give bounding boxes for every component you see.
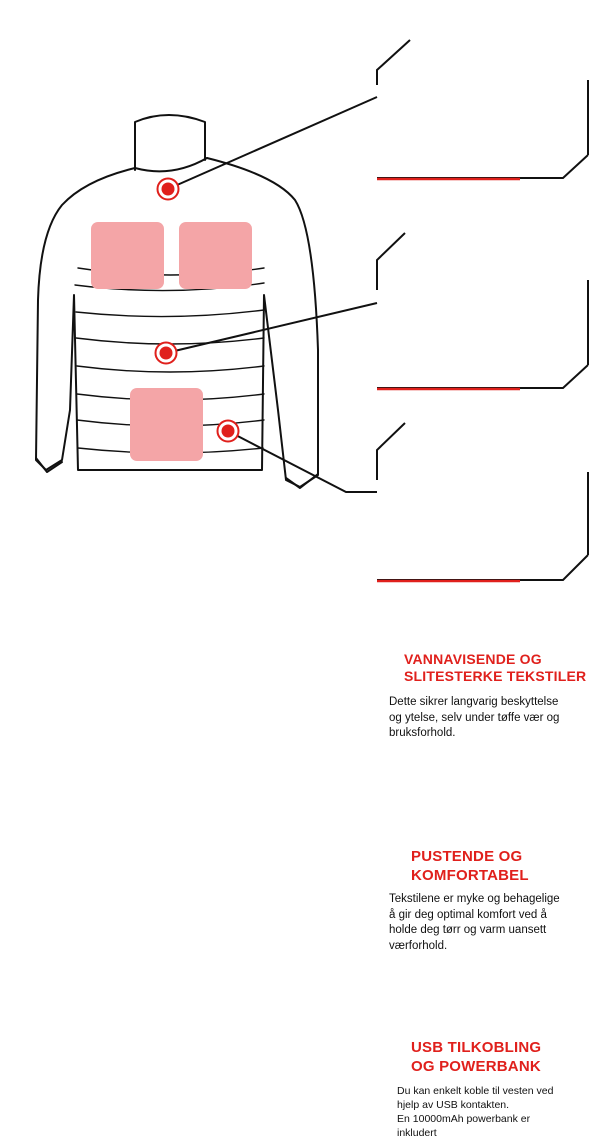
callout-body: Du kan enkelt koble til vesten ved hjelp… — [397, 1084, 553, 1140]
callout-body-line: å gir deg optimal komfort ved å — [389, 908, 547, 921]
callout-body-line: En 10000mAh powerbank er — [397, 1113, 531, 1125]
connector-line-usb — [227, 430, 377, 493]
callout-title-line: SLITESTERKE TEKSTILER — [404, 668, 587, 684]
callout-frame-waterproof — [376, 39, 411, 85]
connector-line-breathable — [165, 302, 378, 354]
callout-frame-breathable — [376, 232, 406, 290]
jacket-illustration — [35, 39, 589, 583]
usb-marker — [216, 419, 240, 443]
jacket-outline — [35, 157, 319, 488]
lower-pad — [130, 388, 203, 461]
callout-title: PUSTENDE OG KOMFORTABEL — [411, 847, 529, 885]
back-marker — [156, 177, 180, 201]
left-cuff — [35, 457, 63, 473]
callout-body-line: og ytelse, selv under tøffe vær og — [389, 711, 560, 724]
callout-frame-waterproof-br — [377, 80, 589, 179]
callout-frame-usb — [376, 422, 406, 480]
callout-body: Tekstilene er myke og behagelige å gir d… — [389, 892, 560, 954]
callout-body: Dette sikrer langvarig beskyttelse og yt… — [389, 695, 559, 742]
quilt-line-2 — [75, 309, 265, 318]
collar-base — [134, 157, 208, 173]
callout-body-line: inkludert — [397, 1127, 437, 1139]
callout-body-line: værforhold. — [389, 939, 448, 952]
callout-body-line: Dette sikrer langvarig beskyttelse — [389, 696, 559, 708]
callout-frame-breathable-br — [377, 280, 589, 389]
callout-body-line: bruksforhold. — [389, 727, 456, 739]
callout-body-line: hjelp av USB kontakten. — [397, 1099, 510, 1111]
callout-title-line: KOMFORTABEL — [411, 867, 529, 884]
callout-title: VANNAVISENDE OG SLITESTERKE TEKSTILER — [404, 651, 586, 685]
callout-title: USB TILKOBLING OG POWERBANK — [411, 1038, 541, 1076]
callout-body-line: Du kan enkelt koble til vesten ved — [397, 1085, 554, 1097]
callout-title-line: OG POWERBANK — [411, 1058, 541, 1075]
callout-body-line: holde deg tørr og varm uansett — [389, 924, 547, 936]
upper-right-pad — [179, 222, 252, 289]
callout-title-line: USB TILKOBLING — [411, 1039, 542, 1056]
quilt-line-4 — [76, 365, 265, 373]
callout-frame-usb-br — [377, 472, 589, 581]
upper-left-pad — [91, 222, 164, 289]
right-cuff — [285, 473, 319, 489]
infographic-canvas: VANNAVISENDE OG SLITESTERKE TEKSTILER De… — [35, 39, 589, 1139]
connector-line-waterproof — [167, 96, 378, 190]
callout-title-line: PUSTENDE OG — [411, 848, 523, 865]
jacket-collar — [134, 114, 206, 171]
callout-body-line: Tekstilene er myke og behagelige — [389, 893, 560, 905]
chest-marker — [154, 341, 178, 365]
callout-title-line: VANNAVISENDE OG — [404, 651, 542, 667]
